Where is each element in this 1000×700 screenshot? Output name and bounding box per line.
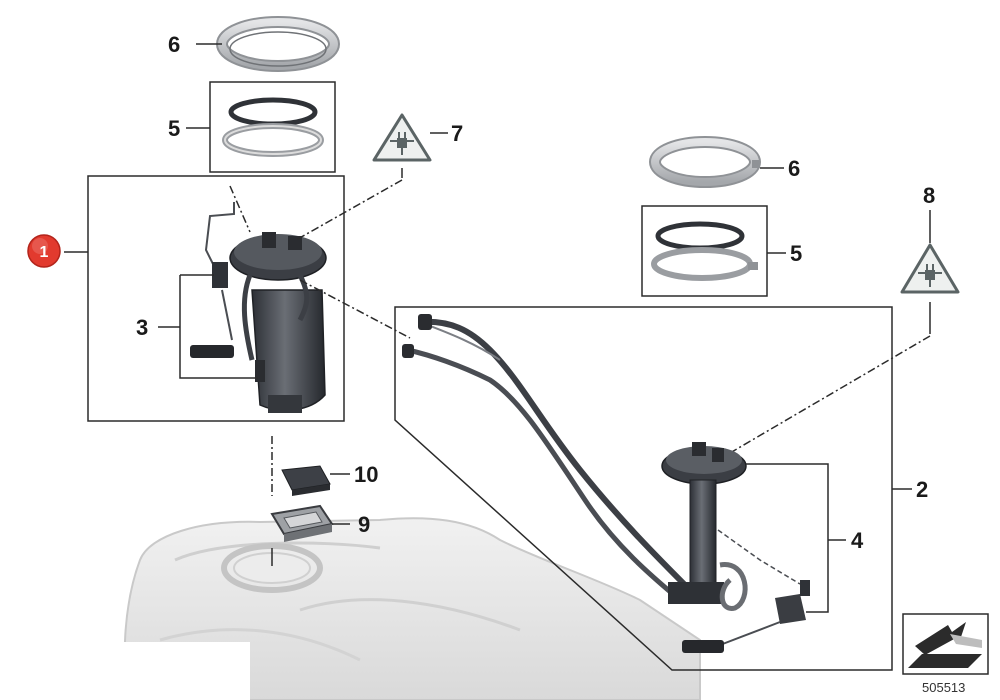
callout-5-right: 5 (790, 241, 802, 266)
callout-8: 8 (923, 183, 935, 208)
callout-5-left: 5 (168, 116, 180, 141)
seal-ring-left (222, 97, 324, 157)
lock-ring-right (649, 136, 761, 188)
callout-3: 3 (136, 315, 148, 340)
lock-ring-left (216, 16, 340, 72)
callout-6-right: 6 (788, 156, 800, 181)
seal-ring-right (651, 221, 758, 281)
fuel-pump-module-left (190, 202, 327, 413)
callout-4: 4 (851, 528, 864, 553)
delivery-unit-box (394, 306, 893, 671)
callout-6-left: 6 (168, 32, 180, 57)
callout-2: 2 (916, 477, 928, 502)
warning-triangle-icon (900, 243, 960, 294)
highlight-badge-1[interactable]: 1 (27, 234, 61, 268)
connector-plug-icon (390, 132, 414, 155)
callout-7: 7 (451, 121, 463, 146)
pump-assembly-box (87, 175, 345, 422)
highlight-badge-label: 1 (40, 244, 49, 261)
callout-9: 9 (358, 512, 370, 537)
cover-part-10 (281, 465, 331, 496)
callout-10: 10 (354, 462, 378, 487)
seal-box-right (641, 205, 768, 297)
connector-plug-icon (918, 264, 942, 287)
installation-orientation-icon (902, 613, 989, 675)
tank-opening (221, 543, 323, 593)
warning-triangle-icon (372, 113, 432, 162)
blank-area (112, 642, 250, 700)
fuel-tank (112, 517, 701, 700)
seal-box-left (209, 81, 336, 173)
document-number: 505513 (922, 680, 965, 695)
fuel-pump-module-right (402, 314, 810, 653)
